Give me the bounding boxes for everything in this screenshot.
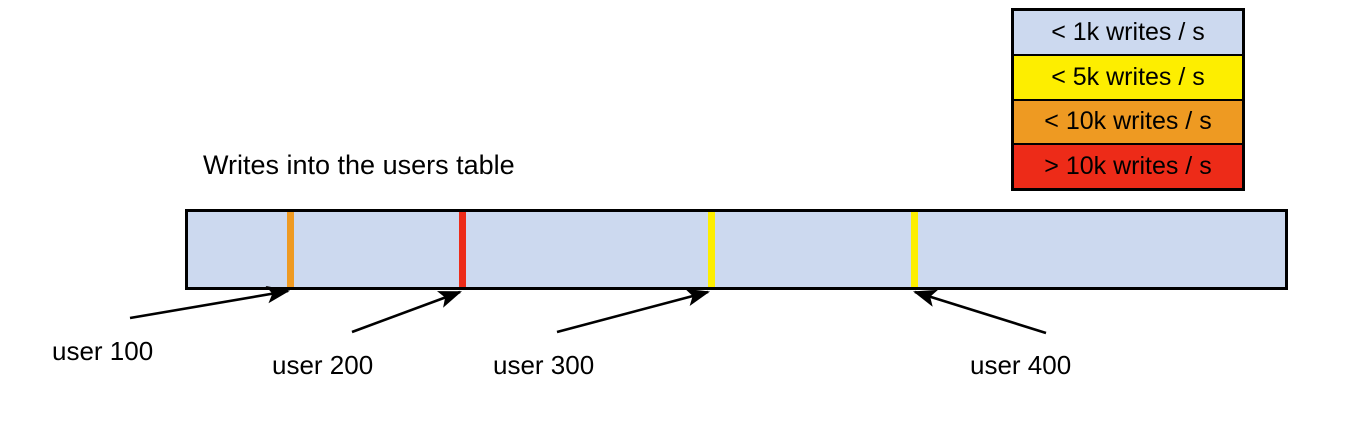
label-user-200: user 200 <box>272 350 374 380</box>
arrow-to-user-200 <box>351 290 462 334</box>
legend-entry-label: < 1k writes / s <box>1051 17 1205 46</box>
legend-entry-label: < 10k writes / s <box>1044 107 1212 136</box>
legend-entry-label: > 10k writes / s <box>1044 152 1212 181</box>
marker-user-200 <box>459 212 466 287</box>
marker-user-100 <box>287 212 294 287</box>
legend-entry-gt-10k: > 10k writes / s <box>1014 145 1242 188</box>
arrow-to-user-400 <box>913 289 1047 335</box>
page-title: Writes into the users table <box>203 150 515 180</box>
label-user-100: user 100 <box>52 336 154 366</box>
arrow-to-user-100 <box>129 285 291 320</box>
marker-user-300 <box>708 212 715 287</box>
label-user-300: user 300 <box>493 350 595 380</box>
legend-entry-lt-1k: < 1k writes / s <box>1014 11 1242 56</box>
legend-entry-label: < 5k writes / s <box>1051 62 1205 91</box>
arrow-to-user-300 <box>556 288 711 334</box>
label-user-400: user 400 <box>970 350 1072 380</box>
legend: < 1k writes / s < 5k writes / s < 10k wr… <box>1011 8 1245 191</box>
legend-entry-lt-5k: < 5k writes / s <box>1014 55 1242 101</box>
users-table-bar <box>185 209 1288 290</box>
legend-entry-lt-10k: < 10k writes / s <box>1014 100 1242 146</box>
marker-user-400 <box>911 212 918 287</box>
